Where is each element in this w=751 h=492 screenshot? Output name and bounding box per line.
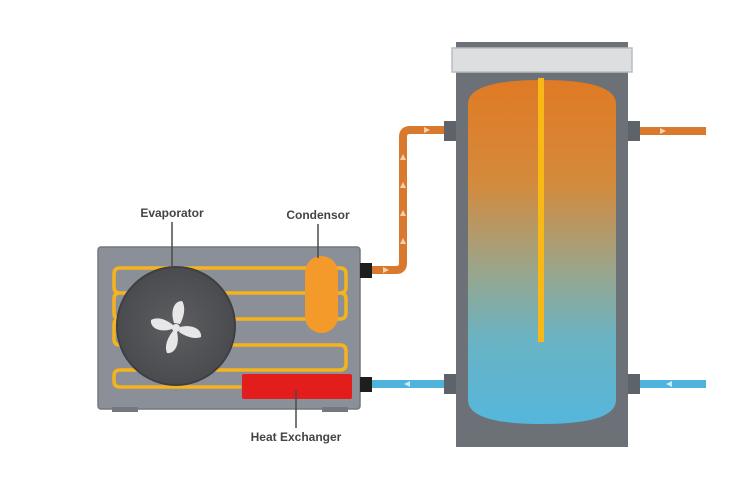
heating-rod (538, 78, 544, 342)
cold-inflow-arrow (666, 381, 672, 387)
tank-top-cap (451, 47, 633, 73)
fan-icon (150, 301, 202, 354)
heat-exchanger-block (242, 374, 352, 399)
cold-inlet-connector (360, 377, 372, 392)
tank-cold-inlet-fitting (628, 374, 640, 394)
unit-foot-right (322, 407, 348, 412)
flow-arrows-cold (404, 381, 410, 387)
unit-foot-left (112, 407, 138, 412)
hot-outflow-arrow (660, 128, 666, 134)
tank-hot-outlet-fitting (628, 121, 640, 141)
heat-pump-unit (97, 246, 361, 412)
evaporator-label: Evaporator (140, 206, 204, 220)
hot-outlet-connector (360, 263, 372, 278)
flow-arrows-hot (383, 127, 430, 273)
tank-hot-inlet-fitting (444, 121, 456, 141)
hot-water-tank (444, 42, 640, 447)
condensor-vessel (305, 256, 338, 333)
hot-water-pipe (372, 126, 444, 274)
tank-cold-outlet-fitting (444, 374, 456, 394)
heat-exchanger-label: Heat Exchanger (251, 430, 342, 444)
condensor-label: Condensor (286, 208, 350, 222)
